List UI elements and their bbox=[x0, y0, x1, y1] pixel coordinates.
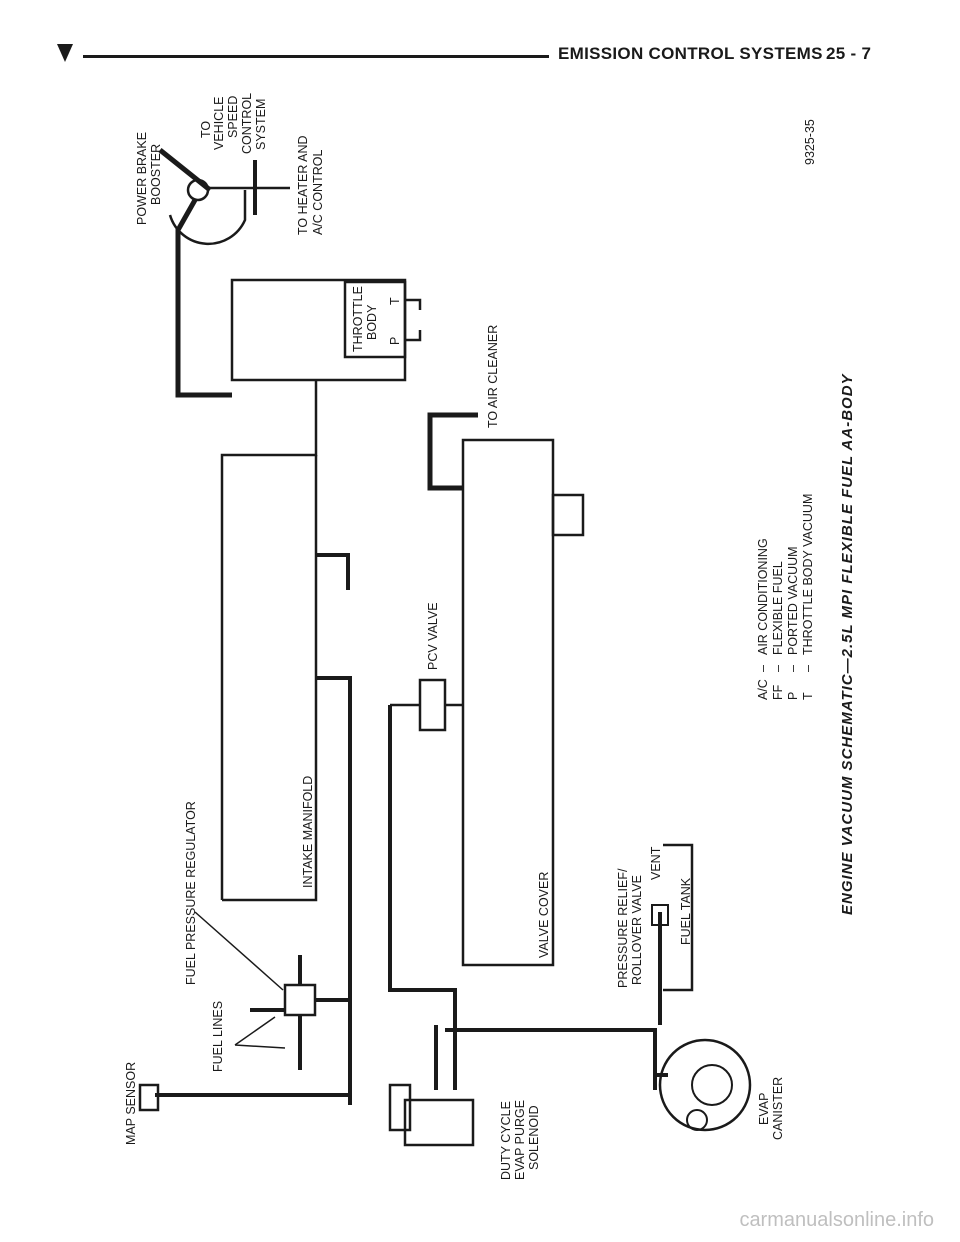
header-rule bbox=[57, 44, 549, 62]
label-to-air-cleaner: TO AIR CLEANER bbox=[486, 325, 500, 428]
map-sensor bbox=[138, 1083, 160, 1112]
label-heater-ac-2: A/C CONTROL bbox=[311, 150, 325, 235]
legend-abbr-2: P bbox=[786, 692, 800, 700]
booster-arc bbox=[168, 190, 247, 246]
watermark: carmanualsonline.info bbox=[739, 1209, 934, 1231]
purge-solenoid-coil bbox=[388, 1083, 412, 1132]
label-evap-canister-1: EVAP bbox=[757, 1093, 771, 1125]
label-map-sensor: MAP SENSOR bbox=[124, 1062, 138, 1145]
legend-dash-1: – bbox=[771, 665, 785, 672]
label-duty-cycle-1: DUTY CYCLE bbox=[499, 1101, 513, 1180]
page-header: EMISSION CONTROL SYSTEMS 25 - 7 bbox=[0, 0, 960, 80]
label-power-brake-2: BOOSTER bbox=[149, 144, 163, 205]
page-number: 25 - 7 bbox=[826, 44, 872, 63]
legend-abbr-0: A/C bbox=[756, 679, 770, 700]
label-pressure-relief-1: PRESSURE RELIEF/ bbox=[616, 868, 630, 988]
throttle-body bbox=[343, 280, 407, 359]
legend-meaning-3: THROTTLE BODY VACUUM bbox=[801, 494, 815, 655]
label-fuel-pressure-regulator: FUEL PRESSURE REGULATOR bbox=[184, 801, 198, 985]
legend: A/C – AIR CONDITIONING FF – FLEXIBLE FUE… bbox=[756, 494, 815, 700]
label-heater-ac-1: TO HEATER AND bbox=[296, 135, 310, 235]
label-speed-control-2: VEHICLE bbox=[212, 97, 226, 151]
pcv-valve bbox=[418, 678, 447, 732]
figure-caption: ENGINE VACUUM SCHEMATIC—2.5L MPI FLEXIBL… bbox=[839, 372, 856, 915]
legend-abbr-3: T bbox=[801, 692, 815, 700]
label-duty-cycle-3: SOLENOID bbox=[527, 1105, 541, 1170]
throttle-body-ports bbox=[405, 298, 422, 342]
map-sensor-hose bbox=[316, 676, 352, 1105]
purge-solenoid bbox=[403, 1098, 475, 1147]
triangle-marker-icon bbox=[57, 44, 73, 62]
label-speed-control-4: CONTROL bbox=[240, 93, 254, 154]
valve-cover bbox=[461, 438, 555, 967]
section-title: EMISSION CONTROL SYSTEMS bbox=[558, 44, 823, 63]
legend-meaning-0: AIR CONDITIONING bbox=[756, 538, 770, 655]
label-throttle-body-1: THROTTLE bbox=[351, 286, 365, 352]
booster-vacuum-hose bbox=[175, 198, 232, 398]
evap-canister bbox=[658, 1038, 752, 1132]
label-vent: VENT bbox=[649, 846, 663, 880]
legend-dash-2: – bbox=[786, 665, 800, 672]
valve-cover-cap bbox=[551, 493, 585, 537]
legend-dash-0: – bbox=[756, 665, 770, 672]
label-pressure-relief-2: ROLLOVER VALVE bbox=[630, 875, 644, 985]
fpr-leader bbox=[194, 911, 284, 991]
regulator-hoses bbox=[298, 955, 350, 1070]
label-speed-control-5: SYSTEM bbox=[254, 99, 268, 150]
label-throttle-body-2: BODY bbox=[365, 304, 379, 340]
label-speed-control-3: SPEED bbox=[226, 96, 240, 138]
air-cleaner-hose bbox=[427, 412, 478, 491]
evap-canister-port bbox=[686, 1109, 708, 1131]
intake-manifold-lower bbox=[222, 455, 318, 902]
label-valve-cover: VALVE COVER bbox=[537, 872, 551, 958]
fuel-lines-leader bbox=[234, 1016, 286, 1049]
label-power-brake-1: POWER BRAKE bbox=[135, 132, 149, 225]
label-duty-cycle-2: EVAP PURGE bbox=[513, 1100, 527, 1180]
header-line bbox=[83, 55, 549, 58]
label-port-t: T bbox=[388, 297, 402, 305]
booster-fitting bbox=[186, 178, 210, 202]
label-speed-control-1: TO bbox=[199, 121, 213, 138]
legend-meaning-2: PORTED VACUUM bbox=[786, 546, 800, 655]
rollover-valve bbox=[651, 904, 669, 926]
legend-abbr-1: FF bbox=[771, 684, 785, 700]
label-fuel-tank: FUEL TANK bbox=[679, 877, 693, 945]
legend-dash-3: – bbox=[801, 665, 815, 672]
label-port-p: P bbox=[388, 337, 402, 345]
label-evap-canister-2: CANISTER bbox=[771, 1077, 785, 1140]
fuel-pressure-regulator bbox=[283, 983, 317, 1017]
fuel-tank bbox=[663, 843, 694, 992]
legend-meaning-1: FLEXIBLE FUEL bbox=[771, 561, 785, 655]
purge-hose-1 bbox=[388, 705, 457, 1090]
manifold-tap-hose bbox=[316, 553, 350, 590]
purge-hose-2 bbox=[445, 1028, 657, 1090]
evap-canister-core bbox=[691, 1064, 733, 1106]
figure-id: 9325-35 bbox=[803, 119, 817, 165]
label-intake-manifold: INTAKE MANIFOLD bbox=[301, 776, 315, 888]
label-pcv-valve: PCV VALVE bbox=[426, 602, 440, 670]
label-fuel-lines: FUEL LINES bbox=[211, 1001, 225, 1072]
booster-hose bbox=[158, 148, 212, 192]
